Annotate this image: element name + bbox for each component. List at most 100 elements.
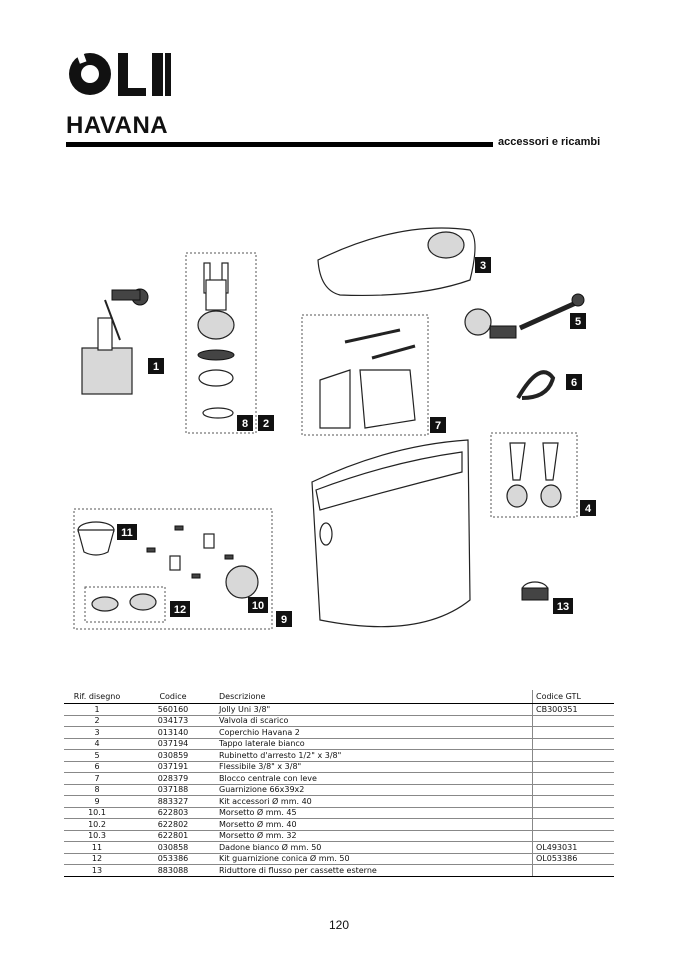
part-12-gasket-a bbox=[91, 596, 119, 612]
label-9: 9 bbox=[276, 611, 292, 627]
part-12-gasket-b bbox=[129, 593, 157, 611]
part-2-flush-valve bbox=[197, 262, 235, 419]
part-3-lid bbox=[317, 227, 476, 297]
part-1-fill-valve bbox=[81, 288, 149, 395]
cell-codice: 013140 bbox=[130, 726, 216, 739]
cell-gtl: OL493031 bbox=[532, 841, 614, 854]
product-title: HAVANA bbox=[66, 112, 169, 139]
header-rif: Rif. disegno bbox=[64, 690, 130, 704]
cell-rif: 10.1 bbox=[64, 807, 130, 819]
svg-text:3: 3 bbox=[480, 260, 486, 272]
svg-text:1: 1 bbox=[153, 361, 159, 373]
svg-text:6: 6 bbox=[571, 377, 577, 389]
cell-descrizione: Morsetto Ø mm. 32 bbox=[216, 830, 533, 842]
svg-text:5: 5 bbox=[575, 316, 581, 328]
cell-rif: 1 bbox=[64, 703, 130, 716]
cell-gtl bbox=[532, 726, 614, 739]
cell-descrizione: Kit guarnizione conica Ø mm. 50 bbox=[216, 853, 533, 865]
cell-descrizione: Blocco centrale con leve bbox=[216, 772, 533, 785]
header-gtl: Codice GTL bbox=[532, 690, 614, 704]
label-4: 4 bbox=[580, 500, 596, 516]
cell-gtl bbox=[532, 749, 614, 762]
oli-logo bbox=[69, 51, 171, 96]
svg-text:9: 9 bbox=[281, 614, 287, 626]
cell-descrizione: Rubinetto d'arresto 1/2" x 3/8" bbox=[216, 749, 533, 762]
cell-rif: 10.2 bbox=[64, 818, 130, 831]
label-3: 3 bbox=[475, 257, 491, 273]
cell-descrizione: Flessibile 3/8" x 3/8" bbox=[216, 761, 533, 773]
cell-gtl bbox=[532, 830, 614, 842]
part-13-flow-reducer bbox=[521, 581, 549, 601]
cell-descrizione: Valvola di scarico bbox=[216, 715, 533, 727]
svg-text:10: 10 bbox=[252, 600, 264, 612]
label-2: 2 bbox=[258, 415, 274, 431]
cell-codice: 028379 bbox=[130, 772, 216, 785]
cell-codice: 030858 bbox=[130, 841, 216, 854]
part-4-side-plugs bbox=[506, 442, 562, 508]
cell-gtl bbox=[532, 807, 614, 819]
cell-rif: 10.3 bbox=[64, 830, 130, 842]
cell-codice: 622803 bbox=[130, 807, 216, 819]
cell-codice: 037194 bbox=[130, 738, 216, 750]
part-5-stop-valve bbox=[464, 293, 585, 339]
label-7: 7 bbox=[430, 417, 446, 433]
svg-text:11: 11 bbox=[121, 527, 133, 539]
label-10: 10 bbox=[248, 597, 268, 613]
cell-codice: 622801 bbox=[130, 830, 216, 842]
cell-descrizione: Jolly Uni 3/8" bbox=[216, 703, 533, 716]
cell-gtl bbox=[532, 864, 614, 877]
svg-text:2: 2 bbox=[263, 418, 269, 430]
cell-descrizione: Tappo laterale bianco bbox=[216, 738, 533, 750]
cell-rif: 5 bbox=[64, 749, 130, 762]
header-rule bbox=[66, 142, 493, 147]
cell-descrizione: Riduttore di flusso per cassette esterne bbox=[216, 864, 533, 877]
cell-gtl bbox=[532, 784, 614, 796]
cell-codice: 030859 bbox=[130, 749, 216, 762]
header-codice: Codice bbox=[130, 690, 216, 704]
cell-descrizione: Morsetto Ø mm. 40 bbox=[216, 818, 533, 831]
tank-body bbox=[311, 439, 471, 628]
cell-gtl bbox=[532, 795, 614, 808]
cell-codice: 053386 bbox=[130, 853, 216, 865]
part-6-hose bbox=[516, 370, 556, 400]
label-5: 5 bbox=[570, 313, 586, 329]
cell-rif: 6 bbox=[64, 761, 130, 773]
cell-rif: 2 bbox=[64, 715, 130, 727]
cell-descrizione: Dadone bianco Ø mm. 50 bbox=[216, 841, 533, 854]
cell-codice: 560160 bbox=[130, 703, 216, 716]
cell-rif: 8 bbox=[64, 784, 130, 796]
cell-gtl bbox=[532, 761, 614, 773]
cell-rif: 13 bbox=[64, 864, 130, 877]
part-9-accessory-kit bbox=[77, 521, 259, 599]
part-7-center-block bbox=[319, 328, 416, 429]
label-13: 13 bbox=[553, 598, 573, 614]
cell-gtl bbox=[532, 738, 614, 750]
svg-text:13: 13 bbox=[557, 601, 569, 613]
cell-descrizione: Kit accessori Ø mm. 40 bbox=[216, 795, 533, 808]
cell-codice: 037191 bbox=[130, 761, 216, 773]
cell-descrizione: Coperchio Havana 2 bbox=[216, 726, 533, 739]
cell-gtl bbox=[532, 772, 614, 785]
label-8: 8 bbox=[237, 415, 253, 431]
cell-codice: 622802 bbox=[130, 818, 216, 831]
label-6: 6 bbox=[566, 374, 582, 390]
cell-rif: 7 bbox=[64, 772, 130, 785]
svg-text:7: 7 bbox=[435, 420, 441, 432]
parts-table: Rif. disegno Codice Descrizione Codice G… bbox=[64, 690, 614, 877]
cell-descrizione: Morsetto Ø mm. 45 bbox=[216, 807, 533, 819]
label-1: 1 bbox=[148, 358, 164, 374]
cell-codice: 883088 bbox=[130, 864, 216, 877]
cell-gtl: OL053386 bbox=[532, 853, 614, 865]
cell-codice: 883327 bbox=[130, 795, 216, 808]
